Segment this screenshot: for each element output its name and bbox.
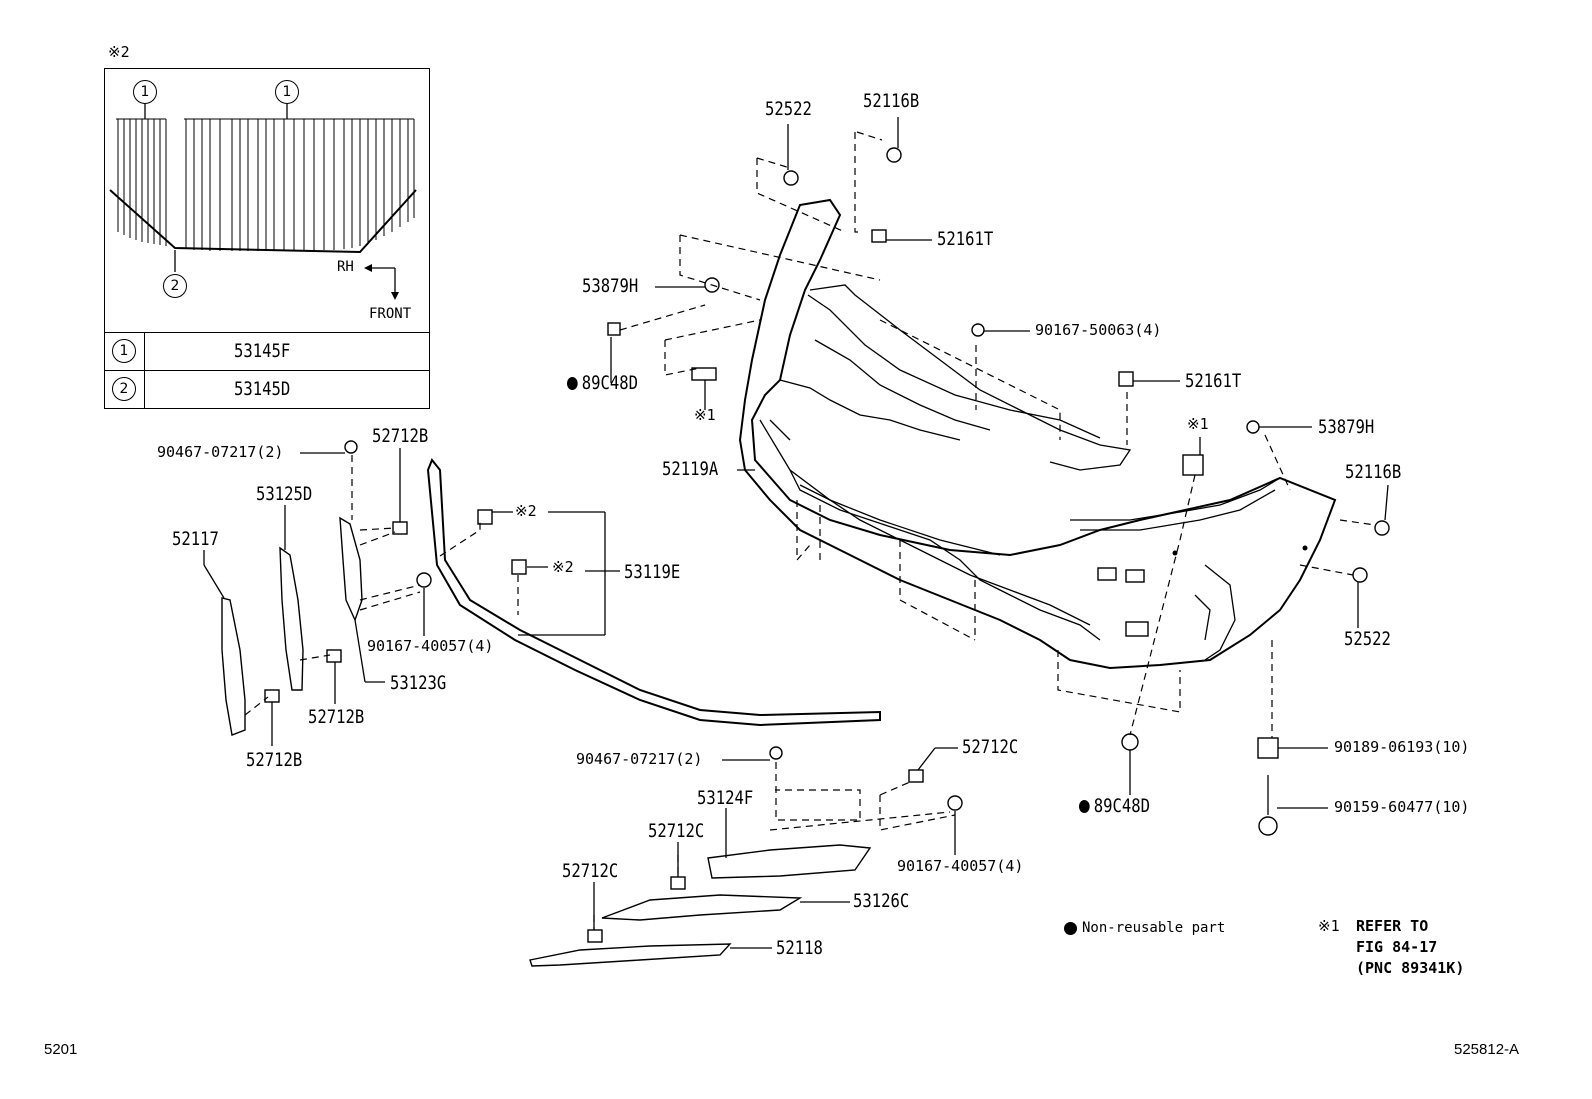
legend-row-1: 1 53145F — [104, 332, 430, 370]
leader-lines — [203, 117, 1389, 949]
retainer-53125d — [279, 546, 304, 691]
legend-row-2: 2 53145D — [104, 370, 430, 408]
label-90167-40057-b[interactable]: 90167-40057(4) — [897, 857, 1024, 875]
non-reusable-dot — [567, 377, 578, 390]
ref1-right: ※1 — [1187, 415, 1209, 433]
inset-grille-drawing — [109, 103, 417, 300]
label-52712b-top[interactable]: 52712B — [372, 425, 429, 447]
label-53125d[interactable]: 53125D — [256, 483, 313, 505]
bracket-53124f — [707, 844, 872, 879]
label-52712b-bot[interactable]: 52712B — [246, 749, 303, 771]
label-52119a[interactable]: 52119A — [662, 458, 719, 480]
label-52712c-left[interactable]: 52712C — [562, 860, 619, 882]
label-90467-07217-a[interactable]: 90467-07217(2) — [157, 443, 284, 461]
label-52118[interactable]: 52118 — [776, 937, 823, 959]
label-53124f[interactable]: 53124F — [697, 787, 754, 809]
ref2-a: ※2 — [515, 502, 537, 520]
label-53123g[interactable]: 53123G — [390, 672, 447, 694]
label-52117[interactable]: 52117 — [172, 528, 219, 550]
label-53126c[interactable]: 53126C — [853, 890, 910, 912]
label-89c48d-bottom[interactable]: 89C48D — [1079, 797, 1150, 816]
label-90189-06193[interactable]: 90189-06193(10) — [1334, 738, 1470, 756]
label-52712c-right[interactable]: 52712C — [962, 736, 1019, 758]
inset-callout-1a: 1 — [133, 80, 157, 104]
garnish-53126c — [601, 894, 803, 921]
molding-53119e — [426, 458, 881, 727]
inset-callout-2: 2 — [163, 274, 187, 298]
retainer-52117 — [221, 597, 246, 736]
note-non-reusable: Non-reusable part — [1064, 921, 1225, 935]
legend-part-2: 53145D — [234, 378, 291, 400]
legend-part-1: 53145F — [234, 340, 291, 362]
inset-callout-1b: 1 — [275, 80, 299, 104]
label-52712b-mid[interactable]: 52712B — [308, 706, 365, 728]
label-53119e[interactable]: 53119E — [624, 561, 681, 583]
note-ref1-line1: REFER TO — [1356, 917, 1429, 935]
label-89c48d-left[interactable]: 89C48D — [567, 374, 638, 393]
label-90159-60477[interactable]: 90159-60477(10) — [1334, 798, 1470, 816]
label-52522-right[interactable]: 52522 — [1344, 628, 1391, 650]
ref2-b: ※2 — [552, 558, 574, 576]
bumper-cover — [738, 198, 1337, 670]
non-reusable-dot — [1079, 800, 1090, 813]
note-ref1-line3: (PNC 89341K) — [1356, 959, 1465, 977]
assembly-lines — [244, 131, 1376, 930]
label-53879h-right[interactable]: 53879H — [1318, 416, 1375, 438]
footer-page-number: 5201 — [44, 1041, 78, 1058]
fasteners — [264, 147, 1390, 943]
label-52161t-top[interactable]: 52161T — [937, 228, 994, 250]
footer-illustration-id: 525812-A — [1454, 1041, 1520, 1058]
label-90467-07217-b[interactable]: 90467-07217(2) — [576, 750, 703, 768]
note-ref1-line2: FIG 84-17 — [1356, 938, 1438, 956]
inset-ref-mark: ※2 — [108, 43, 130, 61]
label-52116b-right[interactable]: 52116B — [1345, 461, 1402, 483]
label-53879h-left[interactable]: 53879H — [582, 275, 639, 297]
garnish-52118 — [529, 943, 732, 967]
ref1-left: ※1 — [694, 406, 716, 424]
inset-rh-label: RH — [337, 259, 354, 275]
inset-box — [104, 68, 430, 409]
bracket-53123g — [339, 516, 363, 622]
inset-front-label: FRONT — [369, 306, 412, 322]
label-52116b-top[interactable]: 52116B — [863, 90, 920, 112]
note-ref1-mark: ※1 — [1318, 917, 1340, 935]
label-52522-top[interactable]: 52522 — [765, 98, 812, 120]
non-reusable-dot — [1064, 921, 1077, 935]
label-90167-40057-a[interactable]: 90167-40057(4) — [367, 637, 494, 655]
label-52161t-right[interactable]: 52161T — [1185, 370, 1242, 392]
label-52712c-mid[interactable]: 52712C — [648, 820, 705, 842]
label-90167-50063[interactable]: 90167-50063(4) — [1035, 321, 1162, 339]
